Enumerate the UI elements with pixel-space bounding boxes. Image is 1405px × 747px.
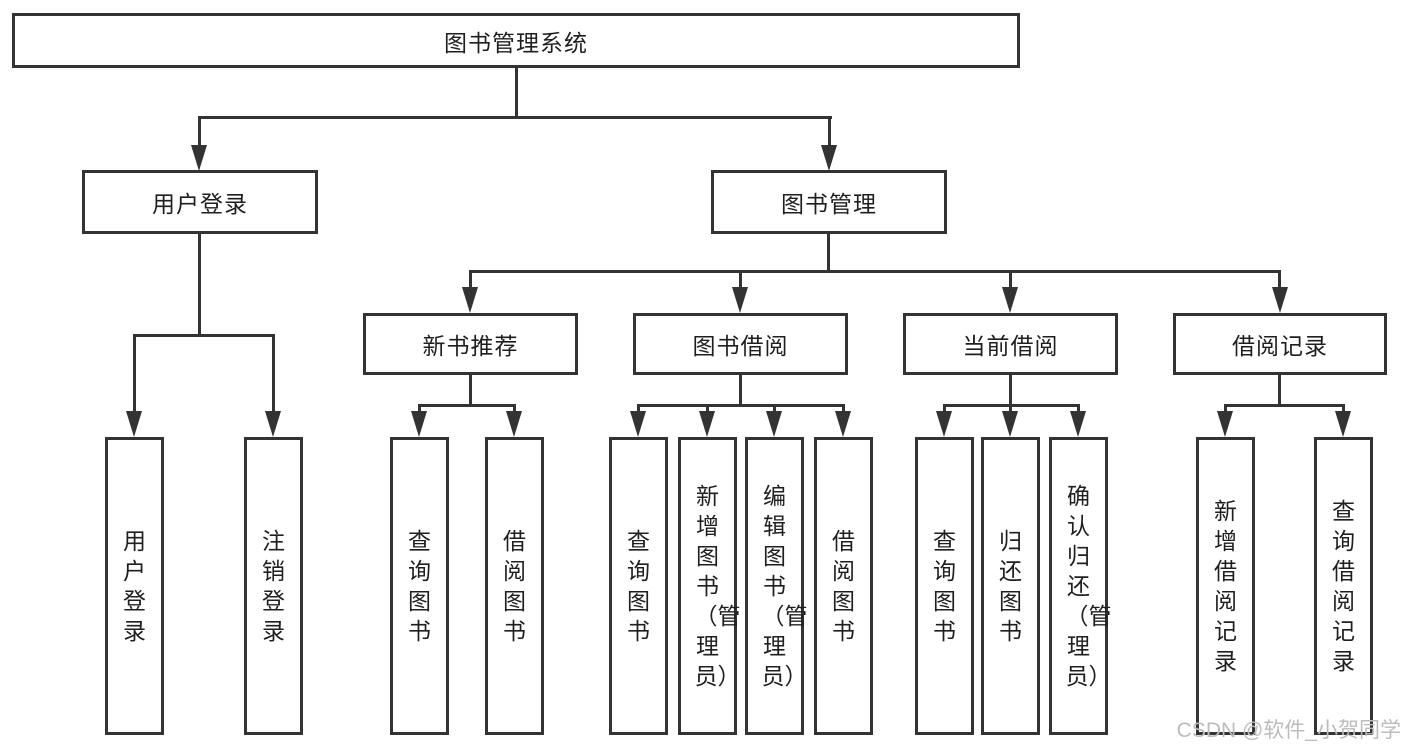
leaf-label: 用户登录 [123,528,146,644]
arrow-down-icon [411,411,427,437]
connector-bookmgmt-arm [469,270,472,290]
connector-root-arm-left [198,116,201,148]
arrow-down-icon [1335,411,1351,437]
connector-userlogin-arm [272,334,275,414]
connector-borrowing-bar [637,404,845,407]
arrow-down-icon [265,411,281,437]
node-label: 借阅记录 [1232,333,1328,359]
connector-bookmgmt-arm [1278,270,1281,290]
connector-bookmgmt-arm [1009,270,1012,290]
connector-borrowing-arm [773,404,776,414]
node-label: 用户登录 [152,191,248,217]
connector-root-arm-right [828,116,831,148]
node-label: 图书管理 [781,191,877,217]
node-user-login: 用户登录 [82,170,318,234]
node-label: 新书推荐 [422,333,519,359]
arrow-down-icon [126,411,142,437]
leaf-query-borrow-record: 查询借阅记录 [1314,437,1373,735]
connector-current-stem [1009,375,1012,407]
arrow-down-icon [1002,287,1018,313]
arrow-down-icon [732,287,748,313]
leaf-label: 确认归还（管理员） [1065,483,1112,689]
node-borrowing-records: 借阅记录 [1173,313,1387,375]
leaf-label: 查询借阅记录 [1332,498,1355,674]
connector-records-stem [1278,375,1281,407]
connector-root-stem [515,68,518,118]
csdn-watermark: CSDN @软件_小贺同学 [1176,719,1401,742]
leaf-label: 查询图书 [627,528,650,644]
leaf-return-books: 归还图书 [981,437,1040,735]
connector-newbook-bar [418,404,516,407]
leaf-label: 编辑图书（管理员） [761,483,808,689]
leaf-query-books-borrowing: 查询图书 [609,437,668,735]
leaf-label: 新增图书（管理员） [694,483,741,689]
connector-bookmgmt-stem [827,234,830,273]
leaf-confirm-return-admin: 确认归还（管理员） [1049,437,1112,735]
arrow-down-icon [462,287,478,313]
connector-userlogin-arm [133,334,136,414]
leaf-label: 借阅图书 [503,528,526,644]
connector-records-bar [1224,404,1345,407]
leaf-user-login: 用户登录 [105,437,164,735]
leaf-label: 归还图书 [999,528,1022,644]
arrow-down-icon [191,145,207,171]
leaf-borrow-books-recommend: 借阅图书 [485,437,544,735]
arrow-down-icon [1272,287,1288,313]
arrow-down-icon [1002,411,1018,437]
arrow-down-icon [630,411,646,437]
connector-userlogin-bar [133,334,275,337]
arrow-down-icon [936,411,952,437]
connector-current-arm [1009,404,1012,414]
node-book-borrowing: 图书借阅 [633,313,848,375]
arrow-down-icon [766,411,782,437]
leaf-query-books-current: 查询图书 [915,437,974,735]
node-label: 当前借阅 [962,333,1059,359]
connector-records-arm [1224,404,1227,414]
connector-bookmgmt-bar [469,270,1281,273]
connector-newbook-arm [513,404,516,414]
arrow-down-icon [821,145,837,171]
arrow-down-icon [506,411,522,437]
connector-userlogin-stem [198,234,201,337]
arrow-down-icon [699,411,715,437]
connector-borrowing-stem [739,375,742,407]
leaf-query-books-recommend: 查询图书 [390,437,449,735]
leaf-edit-books-admin: 编辑图书（管理员） [745,437,808,735]
node-label: 图书借阅 [692,333,789,359]
connector-current-arm [943,404,946,414]
leaf-label: 新增借阅记录 [1214,498,1237,674]
leaf-label: 借阅图书 [832,528,855,644]
leaf-borrow-books-borrowing: 借阅图书 [814,437,873,735]
leaf-add-borrow-record: 新增借阅记录 [1196,437,1255,735]
arrow-down-icon [835,411,851,437]
connector-borrowing-arm [637,404,640,414]
node-new-book-recommend: 新书推荐 [363,313,578,375]
leaf-add-books-admin: 新增图书（管理员） [678,437,741,735]
leaf-label: 查询图书 [933,528,956,644]
leaf-label: 查询图书 [408,528,431,644]
arrow-down-icon [1070,411,1086,437]
connector-newbook-stem [469,375,472,407]
connector-borrowing-arm [842,404,845,414]
connector-current-arm [1077,404,1080,414]
connector-root-bar [198,116,832,119]
node-library-management-system: 图书管理系统 [12,13,1020,68]
node-book-management: 图书管理 [711,170,947,234]
leaf-label: 注销登录 [262,528,285,644]
arrow-down-icon [1217,411,1233,437]
connector-newbook-arm [418,404,421,414]
connector-bookmgmt-arm [739,270,742,290]
leaf-logout: 注销登录 [244,437,303,735]
node-current-borrowing: 当前借阅 [903,313,1118,375]
connector-borrowing-arm [706,404,709,414]
node-label: 图书管理系统 [444,29,588,56]
connector-records-arm [1342,404,1345,414]
